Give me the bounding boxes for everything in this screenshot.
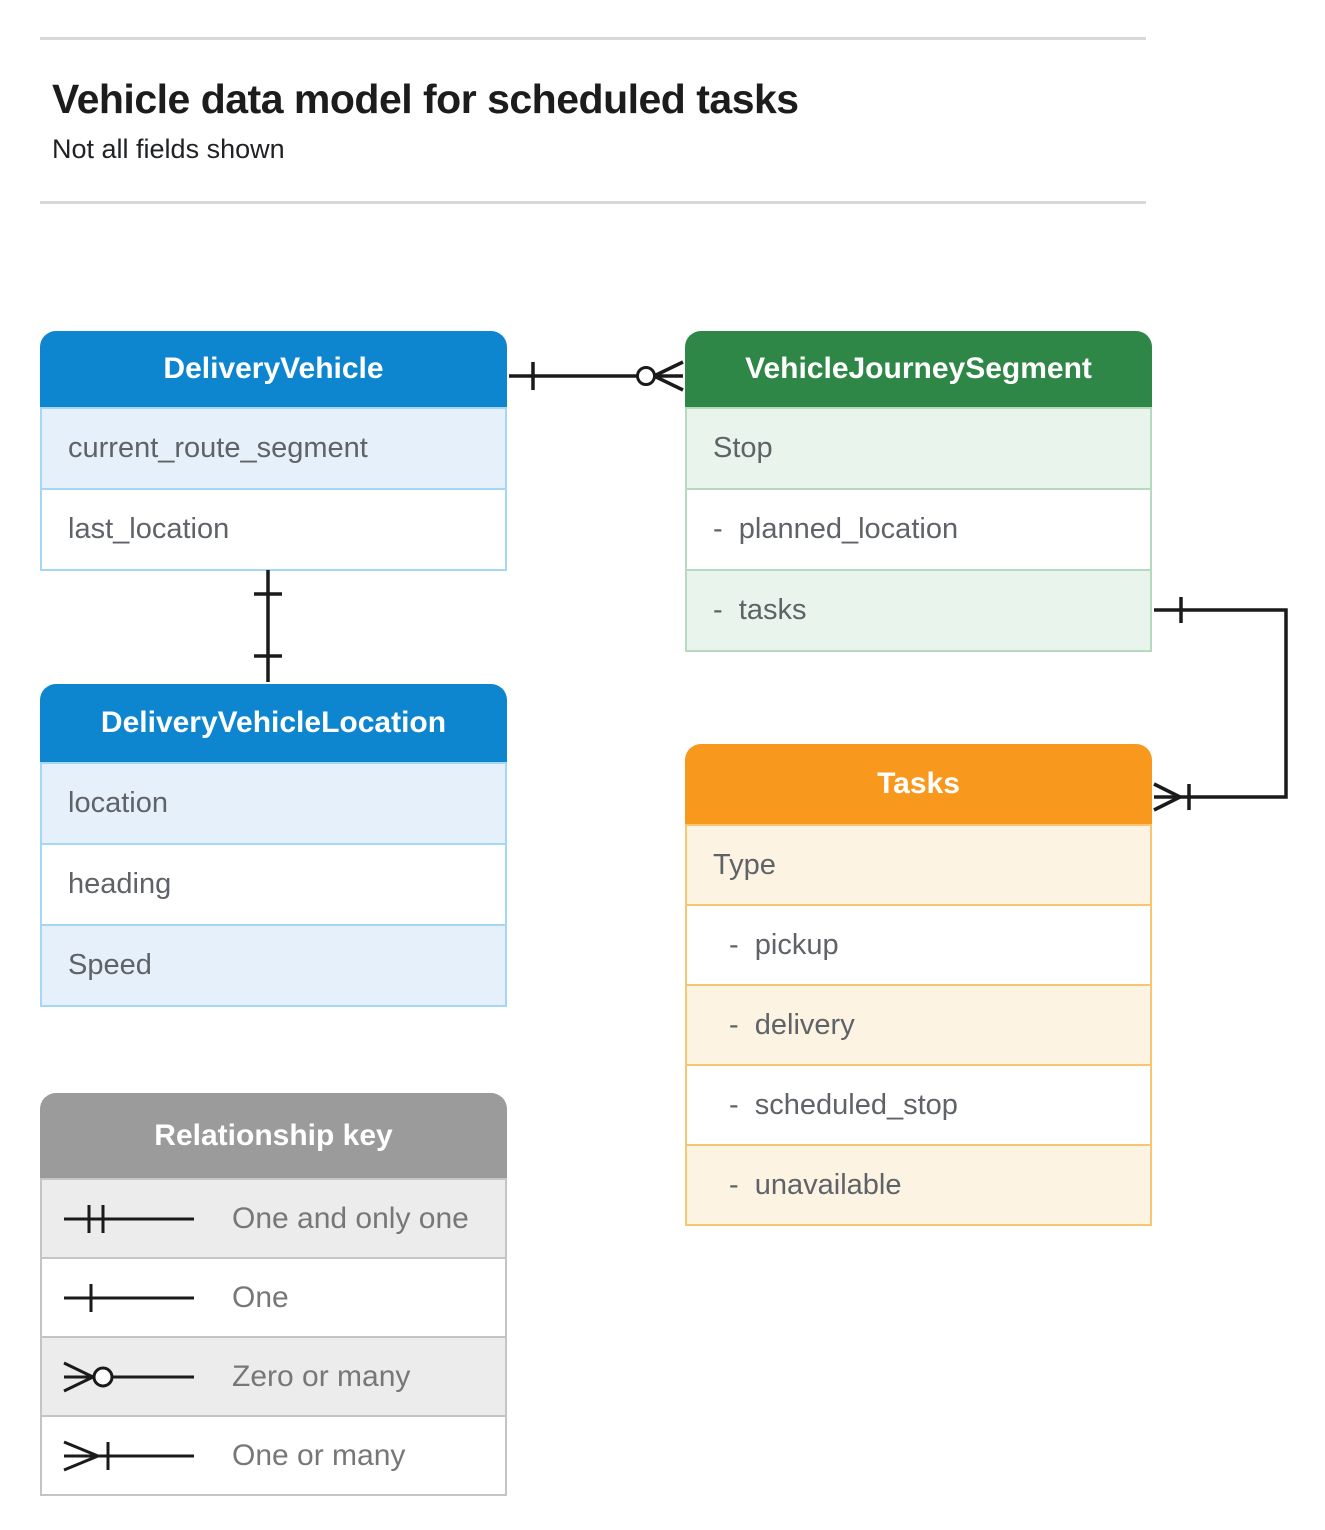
legend-body: One and only one One Zero or many One or… [40,1178,507,1496]
connector-deliveryvehicle-vehiclejourneysegment [509,360,684,392]
field-location: location [42,762,505,843]
entity-tasks: Tasks Type - pickup - delivery - schedul… [685,744,1152,1226]
connector-vehiclejourneysegment-tasks [1153,597,1288,812]
entity-delivery-vehicle-location-title: DeliveryVehicleLocation [40,684,507,762]
legend-item-label: Zero or many [232,1359,411,1393]
entity-delivery-vehicle-body: current_route_segment last_location [40,407,507,571]
legend-item-zero-or-many: Zero or many [42,1336,505,1415]
zero-or-many-icon [63,1361,194,1392]
entity-delivery-vehicle-location-body: location heading Speed [40,762,507,1007]
legend-title: Relationship key [40,1093,507,1178]
field-planned-location: - planned_location [687,488,1150,569]
crows-foot-icon [653,360,684,392]
field-type: Type [687,824,1150,904]
field-pickup: - pickup [687,904,1150,984]
entity-vehicle-journey-segment-body: Stop - planned_location - tasks [685,407,1152,652]
connector-deliveryvehicle-deliveryvehiclelocation [254,570,282,682]
field-scheduled-stop: - scheduled_stop [687,1064,1150,1144]
legend-item-one: One [42,1257,505,1336]
entity-tasks-body: Type - pickup - delivery - scheduled_sto… [685,824,1152,1226]
legend-item-label: One [232,1280,289,1314]
connector-line [1154,608,1288,799]
field-stop: Stop [687,407,1150,488]
crows-foot-icon [1153,782,1181,812]
legend-relationship-key: Relationship key One and only one One Ze… [40,1093,507,1496]
entity-vehicle-journey-segment-title: VehicleJourneySegment [685,331,1152,407]
divider-top [40,37,1146,40]
field-delivery: - delivery [687,984,1150,1064]
entity-vehicle-journey-segment: VehicleJourneySegment Stop - planned_loc… [685,331,1152,652]
field-unavailable: - unavailable [687,1144,1150,1224]
page-title: Vehicle data model for scheduled tasks [52,76,799,122]
one-or-many-icon [63,1440,194,1471]
legend-item-label: One and only one [232,1201,469,1235]
field-last-location: last_location [42,488,505,569]
one-icon [64,1283,194,1312]
one-and-only-one-icon [64,1204,194,1233]
legend-item-label: One or many [232,1438,406,1472]
entity-tasks-title: Tasks [685,744,1152,824]
cardinality-zero-circle [636,366,656,386]
page-subtitle: Not all fields shown [52,134,285,164]
divider-bottom [40,201,1146,204]
field-tasks: - tasks [687,569,1150,650]
entity-delivery-vehicle: DeliveryVehicle current_route_segment la… [40,331,507,571]
legend-item-one-or-many: One or many [42,1415,505,1494]
legend-item-one-and-only-one: One and only one [42,1178,505,1257]
entity-delivery-vehicle-title: DeliveryVehicle [40,331,507,407]
field-heading: heading [42,843,505,924]
field-speed: Speed [42,924,505,1005]
field-current-route-segment: current_route_segment [42,407,505,488]
entity-delivery-vehicle-location: DeliveryVehicleLocation location heading… [40,684,507,1007]
